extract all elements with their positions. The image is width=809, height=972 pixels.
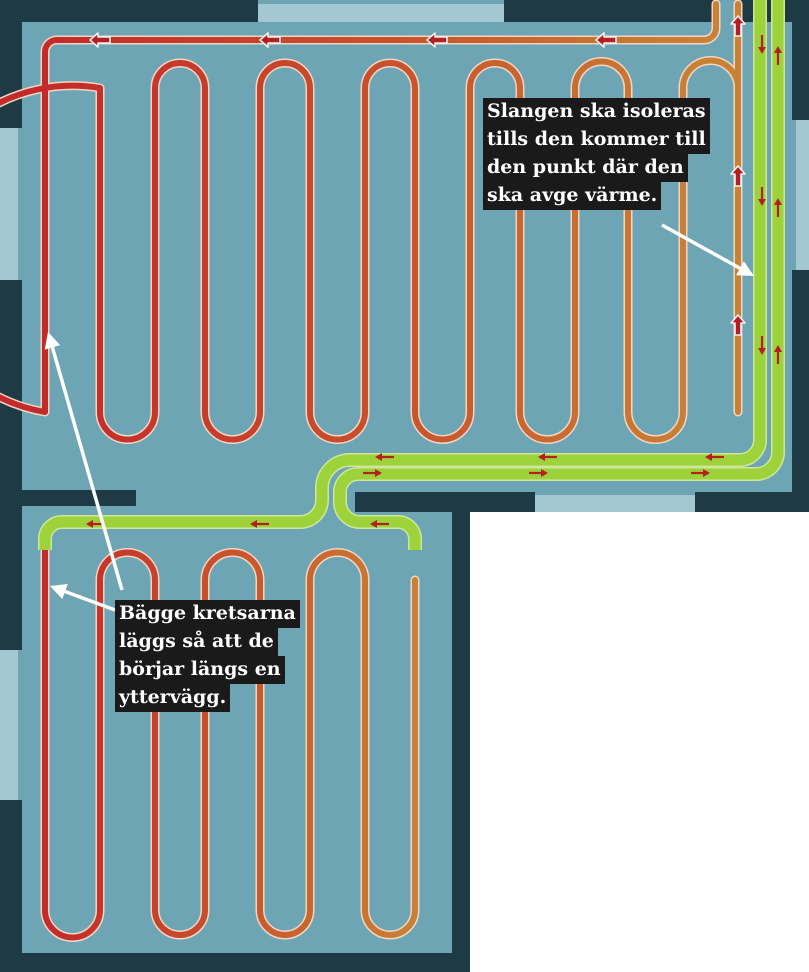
flow-arrow-head bbox=[705, 453, 712, 461]
wall-middle-far-right bbox=[695, 492, 809, 512]
flow-arrow-head bbox=[375, 453, 382, 461]
insulated-line-2 bbox=[334, 0, 784, 550]
flow-arrow-icon-12 bbox=[774, 345, 782, 364]
insulation-callout-line-1: Slangen ska isoleras bbox=[483, 98, 710, 126]
pointer-arrow-icon-insulation bbox=[661, 223, 754, 276]
flow-arrow-head bbox=[375, 469, 382, 477]
hollow-flow-arrow-icon-0 bbox=[89, 32, 111, 48]
insulation-callout-line-2: tills den kommer till bbox=[483, 126, 710, 154]
hollow-flow-arrow-icon-6 bbox=[730, 314, 746, 336]
hollow-flow-arrow-icon-5 bbox=[730, 165, 746, 187]
wall-left-mid bbox=[0, 280, 22, 650]
upper-heating-circuit bbox=[0, 0, 743, 444]
hollow-flow-arrow-shape bbox=[595, 32, 617, 48]
flow-arrow-icon-8 bbox=[758, 187, 766, 206]
wall-left-window-2 bbox=[0, 650, 18, 800]
wall-divider-stub bbox=[22, 490, 136, 506]
insulated-supply-lines bbox=[38, 0, 785, 550]
wall-left-bottom bbox=[0, 800, 22, 972]
hollow-flow-arrow-shape bbox=[730, 15, 746, 37]
wall-right-upper bbox=[792, 0, 809, 120]
pointer-arrow-icon-outer-wall-up bbox=[44, 332, 124, 591]
wall-left-top bbox=[0, 0, 22, 128]
wall-middle-right bbox=[355, 492, 535, 512]
pointer-arrow-icon-outer-wall-up-head bbox=[44, 332, 61, 350]
pointer-arrow-icon-outer-wall-up-shaft bbox=[50, 346, 124, 591]
flow-arrow-head bbox=[370, 520, 377, 528]
flow-arrow-icon-21 bbox=[370, 520, 389, 528]
wall-right-window bbox=[796, 120, 809, 270]
pointer-arrow-icon-insulation-shaft bbox=[661, 223, 741, 270]
flow-arrow-head bbox=[86, 520, 93, 528]
wall-top-left bbox=[0, 0, 258, 22]
hollow-flow-arrow-shape bbox=[89, 32, 111, 48]
hollow-flow-arrow-shape bbox=[426, 32, 448, 48]
hollow-flow-arrow-icon-3 bbox=[595, 32, 617, 48]
upper-circuit-pipe bbox=[0, 1, 741, 443]
wall-top-window bbox=[258, 4, 504, 22]
outer-wall-callout-line-4: yttervägg. bbox=[115, 684, 231, 712]
flow-arrow-icon-10 bbox=[774, 46, 782, 65]
wall-top-right bbox=[504, 0, 716, 22]
flow-arrow-icon-9 bbox=[758, 336, 766, 355]
flow-arrow-icon-18 bbox=[691, 469, 710, 477]
lower-heating-circuit bbox=[40, 545, 420, 942]
hollow-flow-arrow-icon-1 bbox=[259, 32, 281, 48]
hollow-flow-arrow-icon-2 bbox=[426, 32, 448, 48]
wall-right-lower bbox=[792, 270, 809, 512]
hollow-flow-arrow-shape bbox=[730, 165, 746, 187]
flow-arrow-icon-14 bbox=[538, 453, 557, 461]
pointer-arrow-icon-insulation-head bbox=[736, 261, 754, 276]
pointer-arrow-icon-outer-wall-left-head bbox=[50, 584, 68, 600]
wall-bottom bbox=[0, 953, 470, 972]
hollow-flow-arrow-icon-4 bbox=[730, 15, 746, 37]
insulated-line-1 bbox=[39, 0, 766, 550]
room-lower-floor bbox=[0, 505, 470, 972]
flow-arrow-head bbox=[703, 469, 710, 477]
flow-arrow-head bbox=[774, 46, 782, 53]
insulation-callout-line-4: ska avge värme. bbox=[483, 182, 662, 210]
flow-arrow-icon-16 bbox=[363, 469, 382, 477]
flow-arrow-head bbox=[250, 520, 257, 528]
flow-arrow-icon-11 bbox=[774, 198, 782, 217]
wall-inner-right bbox=[452, 505, 470, 972]
insulation-callout-line-3: den punkt där den bbox=[483, 154, 688, 182]
hollow-flow-arrow-shape bbox=[730, 314, 746, 336]
lower-circuit-pipe bbox=[42, 547, 418, 941]
outer-wall-callout-line-2: läggs så att de bbox=[115, 628, 278, 656]
flow-arrow-head bbox=[758, 348, 766, 355]
callout-pointers bbox=[44, 223, 754, 612]
outer-wall-callout-line-1: Bägge kretsarna bbox=[115, 600, 300, 628]
wall-middle-window bbox=[535, 495, 695, 512]
flow-arrow-icon-13 bbox=[375, 453, 394, 461]
flow-arrow-head bbox=[538, 453, 545, 461]
outer-wall-callout: Bägge kretsarna läggs så att de börjar l… bbox=[115, 600, 300, 712]
wall-left-window bbox=[0, 128, 18, 280]
pointer-arrow-icon-outer-wall-left-shaft bbox=[64, 589, 116, 612]
flow-arrow-head bbox=[774, 345, 782, 352]
flow-arrows bbox=[86, 15, 782, 528]
flow-arrow-icon-17 bbox=[529, 469, 548, 477]
flow-arrow-icon-7 bbox=[758, 35, 766, 54]
flow-arrow-head bbox=[758, 47, 766, 54]
flow-arrow-head bbox=[774, 198, 782, 205]
pointer-arrow-icon-outer-wall-left bbox=[50, 584, 116, 612]
flow-arrow-head bbox=[541, 469, 548, 477]
flow-arrow-icon-15 bbox=[705, 453, 724, 461]
insulation-callout: Slangen ska isoleras tills den kommer ti… bbox=[483, 98, 710, 210]
outer-wall-callout-line-3: börjar längs en bbox=[115, 656, 285, 684]
flow-arrow-icon-20 bbox=[250, 520, 269, 528]
hollow-flow-arrow-shape bbox=[259, 32, 281, 48]
flow-arrow-head bbox=[758, 199, 766, 206]
